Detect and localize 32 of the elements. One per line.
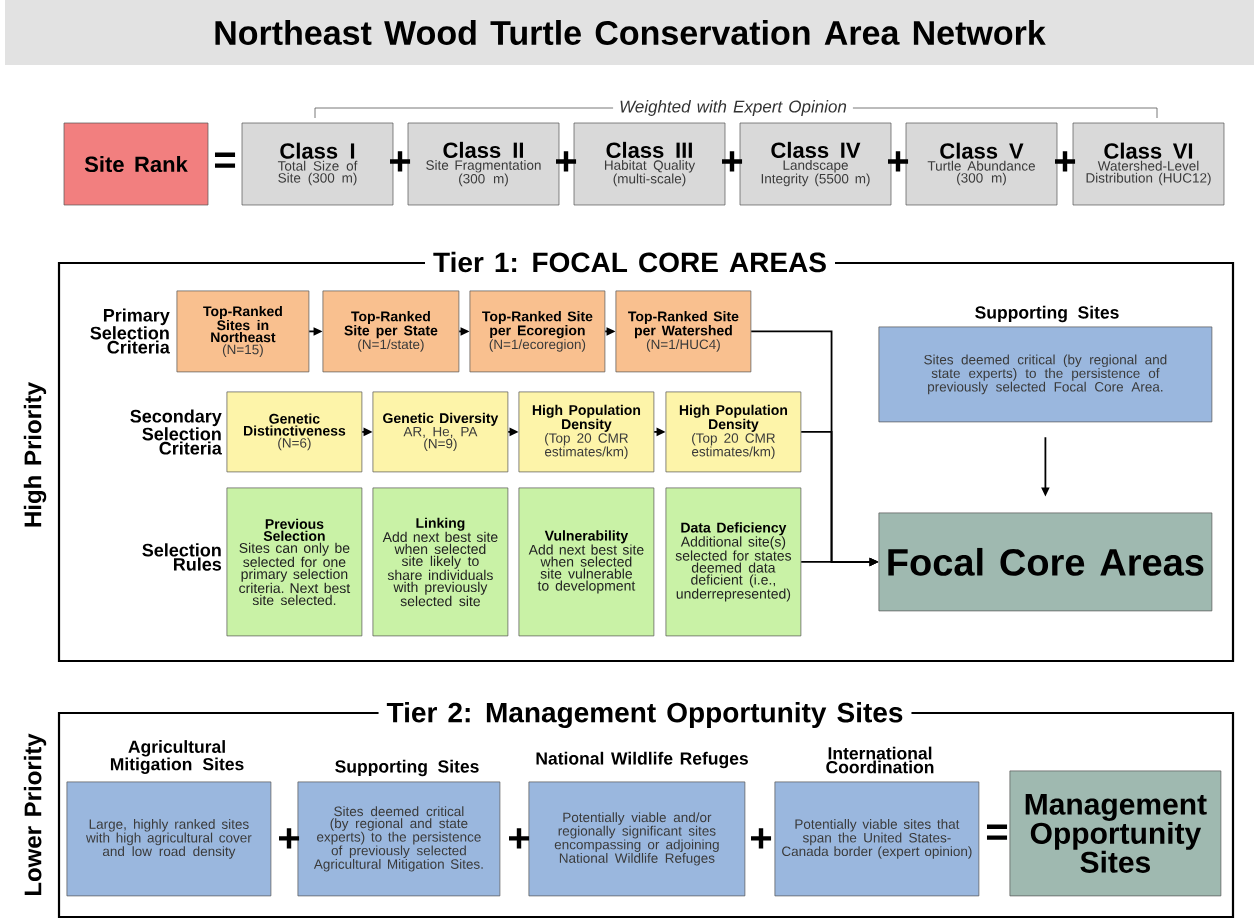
criteria-box: Top-Ranked Site per State (N=1/state) <box>322 290 460 373</box>
priority-label: High Priority <box>23 382 47 527</box>
operator-sign: + <box>279 828 300 849</box>
description-box: Potentially viable and/or regionally significant sites encompassing or adjoining National Wildlife Refuges <box>528 781 746 897</box>
operator-sign: + <box>751 828 772 849</box>
criteria-box: High Population Density (Top 20 CMR estimates/km) <box>518 391 655 473</box>
tier-heading: Tier 2: Management Opportunity Sites <box>378 699 912 731</box>
criteria-box: Genetic Diversity AR, He, PA (N=9) <box>372 391 509 473</box>
box-heading: Supporting Sites <box>975 305 1119 323</box>
box-heading: National Wildlife Refuges <box>536 751 748 769</box>
operator-sign: = <box>987 824 1008 840</box>
criteria-box: Top-Ranked Site per Watershed (N=1/HUC4) <box>615 290 752 373</box>
criteria-box: Top-Ranked Sites in Northeast (N=15) <box>176 290 310 373</box>
box-heading: Supporting Sites <box>335 759 479 777</box>
criteria-box: Genetic Distinctiveness (N=6) <box>226 391 363 473</box>
bracket-label: Weighted with Expert Opinion <box>613 96 853 120</box>
title-band: Northeast Wood Turtle Conservation Area Network <box>5 0 1254 65</box>
criteria-box: Top-Ranked Site per Ecoregion (N=1/ecoregion) <box>469 290 606 373</box>
box-heading: International Coordination <box>826 746 934 774</box>
row-label: Secondary Selection Criteria <box>130 409 222 455</box>
rank-box: Site Rank <box>63 122 209 206</box>
tier-heading: Tier 1: FOCAL CORE AREAS <box>425 249 835 275</box>
priority-label: Lower Priority <box>23 733 47 896</box>
result-box: Focal Core Areas <box>878 512 1213 612</box>
operator-sign: = <box>215 152 236 168</box>
description-box: Large, highly ranked sites with high agricultural cover and low road density <box>66 781 272 897</box>
description-box: Sites deemed critical (by regional and state experts) to the persistence of previously selected Focal Core Area. <box>878 326 1213 423</box>
criteria-box: High Population Density (Top 20 CMR estimates/km) <box>665 391 802 473</box>
description-box: Potentially viable sites that span the United States-Canada border (expert opinion) <box>774 781 980 897</box>
operator-sign: + <box>509 828 530 849</box>
result-box: Management Opportunity Sites <box>1009 770 1222 897</box>
box-heading: Agricultural Mitigation Sites <box>110 740 244 774</box>
